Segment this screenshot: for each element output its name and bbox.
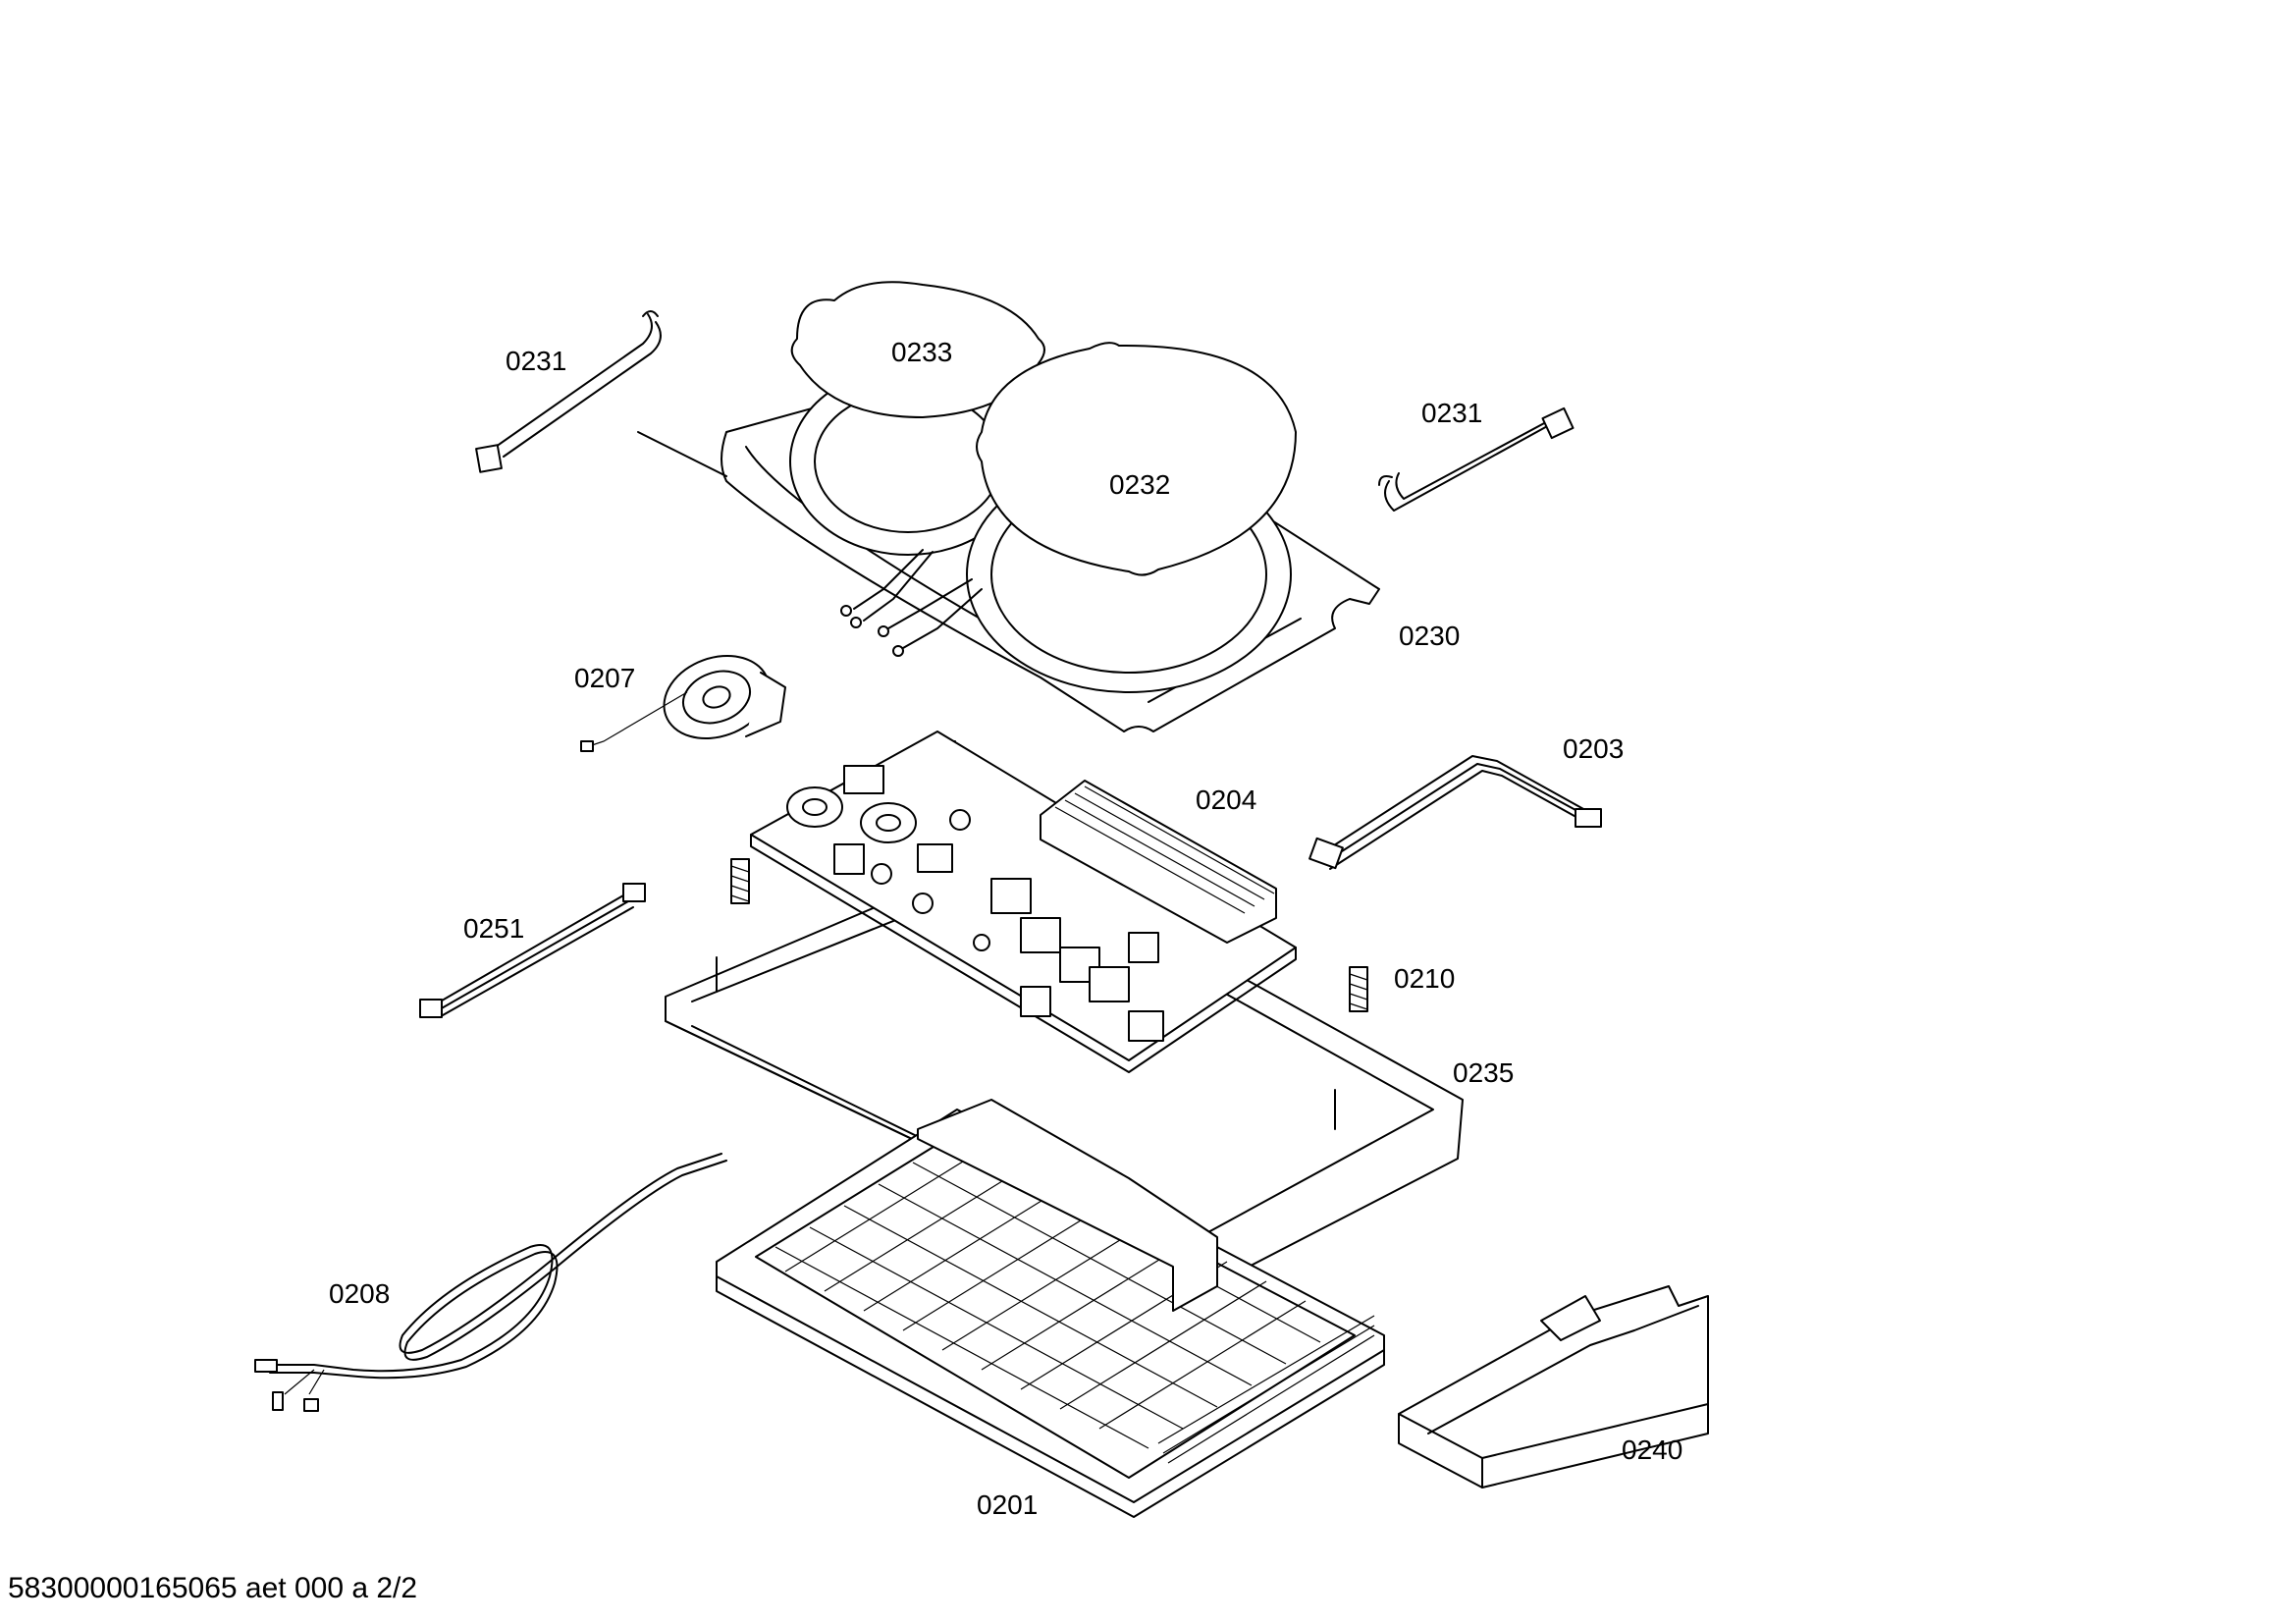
cable-0251 [419,883,646,1018]
power-cord-0208 [254,1153,727,1412]
sensor-cable-0231-right [1378,406,1575,512]
label-0203: 0203 [1563,733,1624,764]
bracket-0240 [1398,1285,1709,1489]
label-0204: 0204 [1196,785,1256,815]
cooling-fan-0207 [580,654,786,752]
heat-pad-0233 [790,281,1045,418]
sensor-cable-0231-left [475,310,727,477]
spring-left [730,858,750,904]
label-0231-right: 0231 [1421,398,1482,428]
spring-right [1349,966,1368,1012]
label-0251: 0251 [463,913,524,944]
housing-0201 [716,1099,1385,1518]
label-0208: 0208 [329,1278,390,1309]
label-0240: 0240 [1622,1435,1682,1465]
control-board-0204 [750,731,1297,1073]
label-0230: 0230 [1399,621,1460,651]
cable-0203 [1308,755,1602,870]
label-0233: 0233 [891,337,952,367]
label-0231-left: 0231 [506,346,566,376]
label-0207: 0207 [574,663,635,693]
label-0201: 0201 [977,1489,1038,1520]
heat-pad-0232 [976,342,1297,576]
label-0235: 0235 [1453,1057,1514,1088]
label-0210: 0210 [1394,963,1455,994]
document-id: 58300000165065 aet 000 a 2/2 [8,1572,417,1604]
label-0232: 0232 [1109,469,1170,500]
